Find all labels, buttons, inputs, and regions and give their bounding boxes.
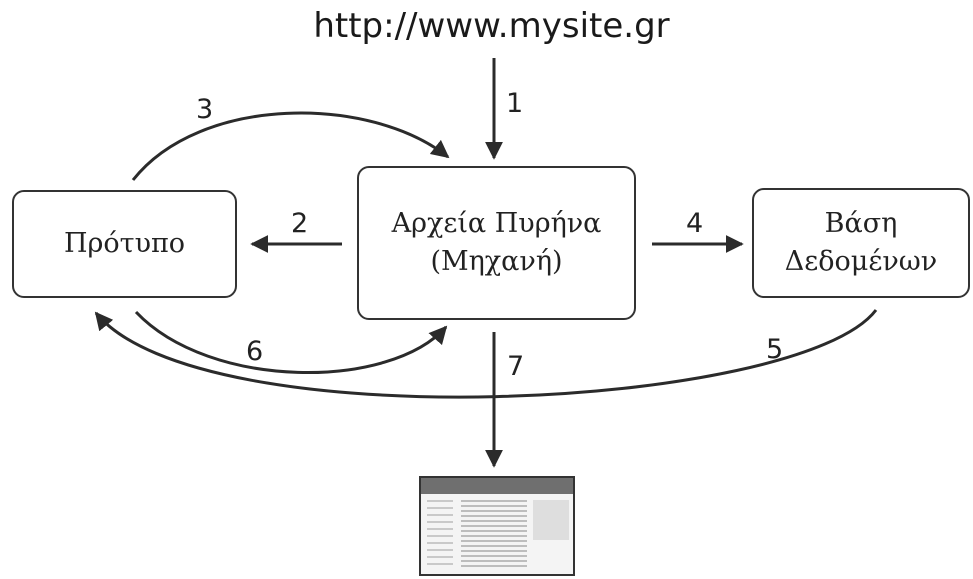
step-1: 1 <box>506 88 524 119</box>
step-6: 6 <box>246 336 264 367</box>
arrow-3 <box>131 111 450 181</box>
template-box: Πρότυπο <box>12 190 237 298</box>
arrow-5 <box>94 309 878 399</box>
core-files-label: Αρχεία Πυρήνα <box>391 208 602 239</box>
template-label: Πρότυπο <box>63 228 186 259</box>
engine-label: (Μηχανή) <box>430 246 563 277</box>
database-label-line2: Δεδομένων <box>784 246 938 277</box>
step-7: 7 <box>507 351 525 382</box>
step-4: 4 <box>686 208 704 239</box>
step-5: 5 <box>766 334 784 365</box>
database-box: Βάση Δεδομένων <box>752 188 970 298</box>
core-files-box: Αρχεία Πυρήνα (Μηχανή) <box>357 166 636 320</box>
step-3: 3 <box>196 94 214 125</box>
step-2: 2 <box>291 208 309 239</box>
webpage-screenshot-icon <box>419 476 575 576</box>
database-label-line1: Βάση <box>824 208 898 239</box>
arrow-6 <box>134 310 448 374</box>
site-url: http://www.mysite.gr <box>313 6 670 46</box>
